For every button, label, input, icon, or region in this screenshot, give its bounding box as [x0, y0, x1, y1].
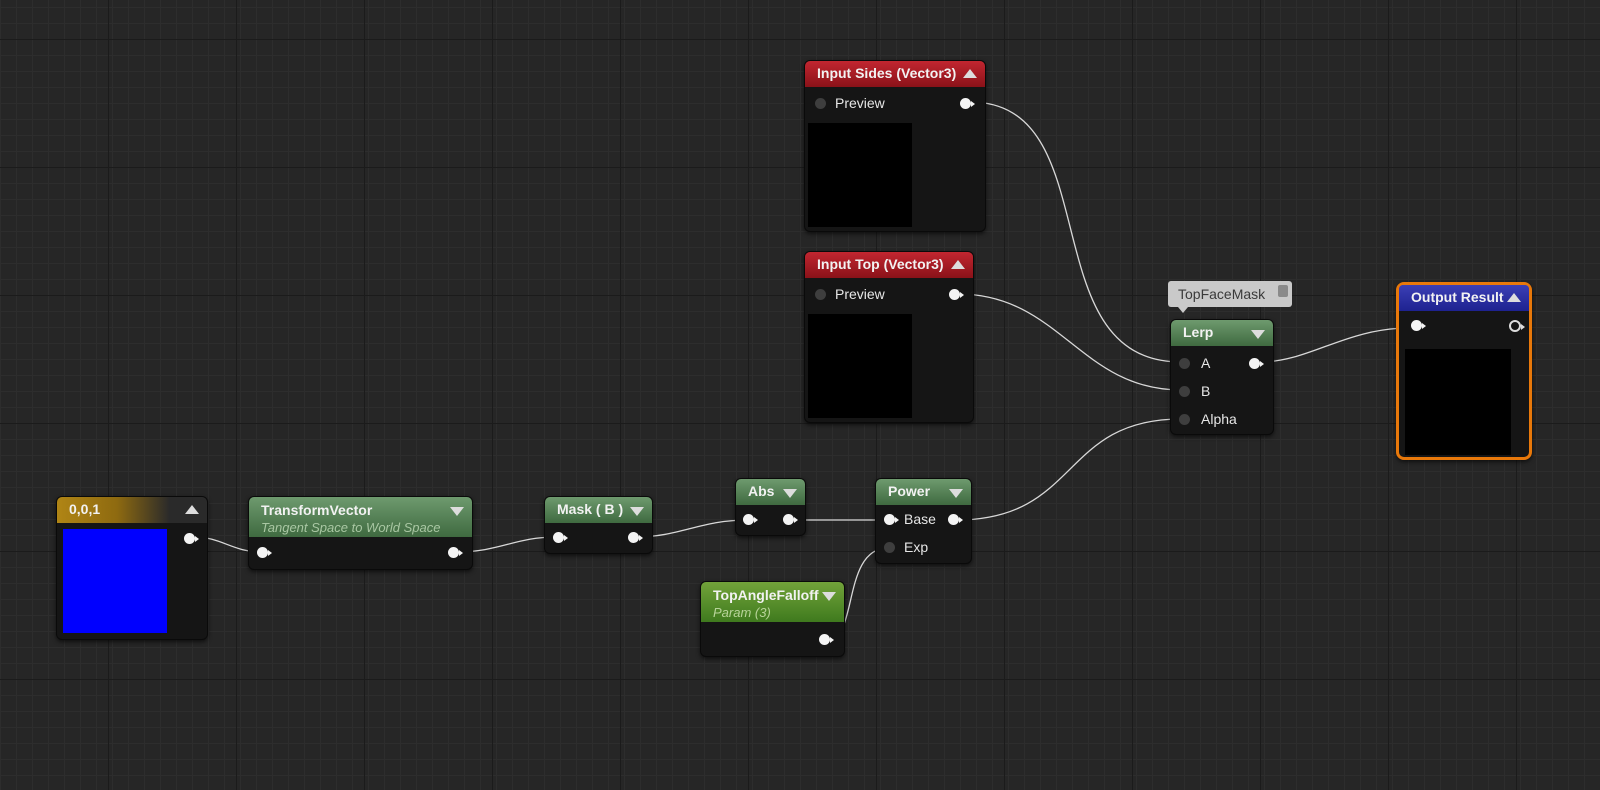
input-pin[interactable] [743, 514, 758, 525]
input-pin[interactable] [553, 532, 568, 543]
node-top-angle-falloff-header[interactable]: TopAngleFalloff Param (3) [701, 582, 844, 622]
pin-label-b: B [1201, 383, 1211, 399]
output-pin[interactable] [184, 533, 199, 544]
output-pin[interactable] [1509, 320, 1525, 332]
node-mask-header[interactable]: Mask ( B ) [545, 497, 652, 523]
node-input-top-title: Input Top (Vector3) [817, 256, 944, 272]
output-pin[interactable] [1249, 358, 1264, 369]
input-pin[interactable] [1411, 320, 1426, 331]
node-power-title: Power [888, 483, 931, 499]
node-transform-vector[interactable]: TransformVector Tangent Space to World S… [248, 496, 473, 570]
node-lerp-title: Lerp [1183, 324, 1214, 340]
comment-pin-icon[interactable] [1278, 285, 1288, 297]
wire-input-sides-to-lerp-a [969, 101, 1182, 363]
node-mask-title: Mask ( B ) [557, 501, 624, 517]
comment-text: TopFaceMask [1178, 286, 1266, 302]
node-lerp-header[interactable]: Lerp [1171, 320, 1273, 346]
expand-arrow-icon[interactable] [949, 489, 963, 498]
input-pin-base[interactable] [884, 514, 899, 525]
output-pin[interactable] [948, 514, 963, 525]
node-input-sides-header[interactable]: Input Sides (Vector3) [805, 61, 985, 87]
input-pin-alpha[interactable] [1179, 414, 1190, 425]
node-mask[interactable]: Mask ( B ) [544, 496, 653, 554]
input-pin-a[interactable] [1179, 358, 1190, 369]
collapse-arrow-icon[interactable] [963, 69, 977, 78]
node-lerp[interactable]: Lerp A B Alpha [1170, 319, 1274, 435]
node-output-result[interactable]: Output Result [1396, 282, 1532, 460]
node-abs-title: Abs [748, 483, 775, 499]
node-top-angle-falloff[interactable]: TopAngleFalloff Param (3) [700, 581, 845, 657]
node-transform-vector-header[interactable]: TransformVector Tangent Space to World S… [249, 497, 472, 537]
node-top-angle-falloff-title: TopAngleFalloff [713, 587, 819, 603]
collapse-arrow-icon[interactable] [951, 260, 965, 269]
preview-swatch [808, 314, 912, 418]
node-constant-title: 0,0,1 [69, 501, 101, 517]
wire-lerp-to-output [1259, 327, 1411, 363]
node-input-sides[interactable]: Input Sides (Vector3) Preview [804, 60, 986, 232]
node-input-sides-title: Input Sides (Vector3) [817, 65, 957, 81]
input-pin[interactable] [815, 98, 826, 109]
preview-swatch [808, 123, 912, 227]
node-output-result-title: Output Result [1411, 289, 1504, 305]
node-input-top[interactable]: Input Top (Vector3) Preview [804, 251, 974, 423]
expand-arrow-icon[interactable] [1251, 330, 1265, 339]
node-transform-vector-subtitle: Tangent Space to World Space [261, 520, 441, 535]
output-pin[interactable] [448, 547, 463, 558]
node-power[interactable]: Power Base Exp [875, 478, 972, 564]
collapse-arrow-icon[interactable] [1507, 293, 1521, 302]
expand-arrow-icon[interactable] [783, 489, 797, 498]
node-abs-header[interactable]: Abs [736, 479, 805, 505]
input-pin[interactable] [257, 547, 272, 558]
wire-power-to-lerp-alpha [955, 418, 1182, 521]
collapse-arrow-icon[interactable] [185, 505, 199, 514]
node-constant-vector[interactable]: 0,0,1 [56, 496, 208, 640]
preview-swatch [1405, 349, 1511, 455]
color-preview-swatch [63, 529, 167, 633]
node-power-header[interactable]: Power [876, 479, 971, 505]
pin-label-base: Base [904, 511, 936, 527]
pin-label-preview: Preview [835, 286, 885, 302]
pin-label-exp: Exp [904, 539, 929, 555]
output-pin[interactable] [628, 532, 643, 543]
wire-input-top-to-lerp-b [957, 293, 1182, 391]
pin-label-preview: Preview [835, 95, 885, 111]
node-transform-vector-title: TransformVector [261, 502, 373, 518]
expand-arrow-icon[interactable] [450, 507, 464, 516]
pin-label-a: A [1201, 355, 1211, 371]
input-pin[interactable] [815, 289, 826, 300]
input-pin-exp[interactable] [884, 542, 895, 553]
output-pin[interactable] [960, 98, 975, 109]
output-pin[interactable] [949, 289, 964, 300]
pin-label-alpha: Alpha [1201, 411, 1237, 427]
output-pin[interactable] [819, 634, 834, 645]
output-pin[interactable] [783, 514, 798, 525]
expand-arrow-icon[interactable] [630, 507, 644, 516]
node-top-angle-falloff-subtitle: Param (3) [713, 605, 771, 620]
node-constant-header[interactable]: 0,0,1 [57, 497, 207, 523]
input-pin-b[interactable] [1179, 386, 1190, 397]
comment-bubble[interactable]: TopFaceMask [1168, 281, 1292, 313]
expand-arrow-icon[interactable] [822, 592, 836, 601]
node-output-result-header[interactable]: Output Result [1399, 285, 1529, 311]
node-input-top-header[interactable]: Input Top (Vector3) [805, 252, 973, 278]
node-abs[interactable]: Abs [735, 478, 806, 536]
